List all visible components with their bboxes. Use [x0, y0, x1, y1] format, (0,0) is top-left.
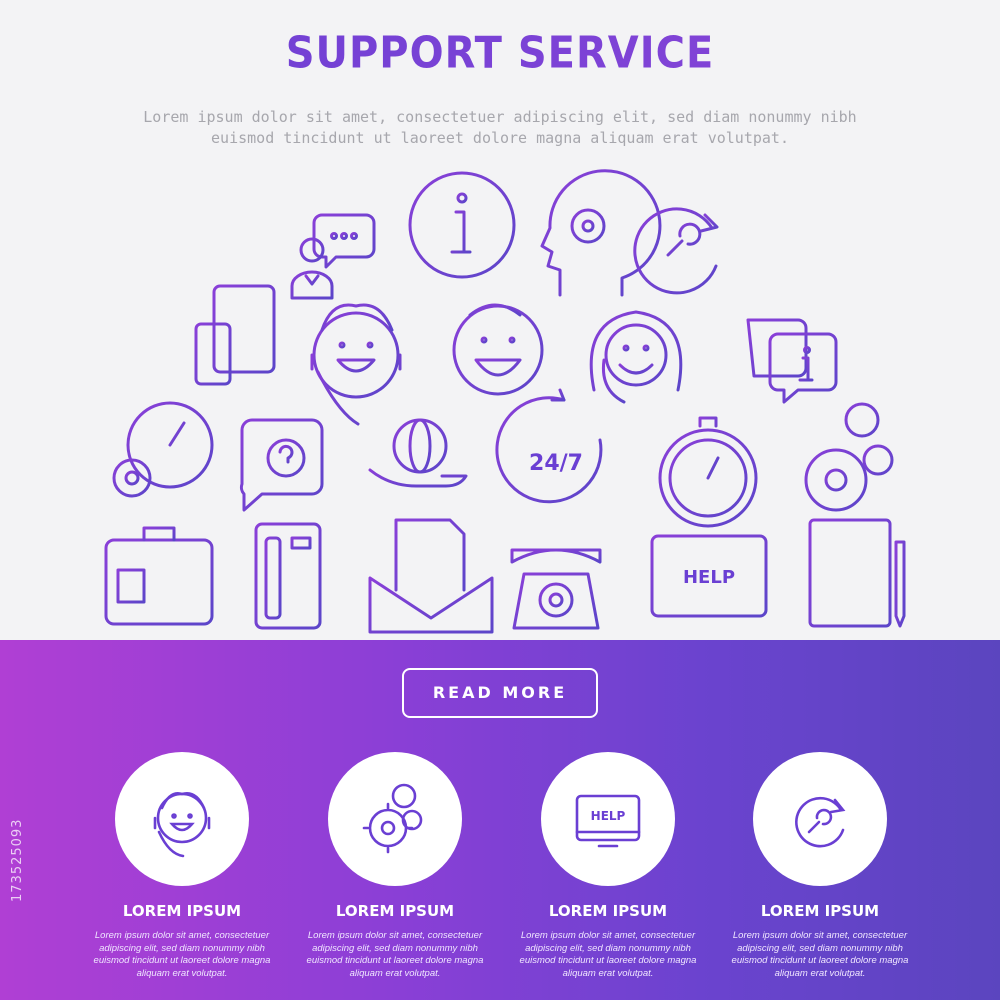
envelope-icon: [368, 518, 494, 634]
smartphone-icon: [194, 322, 232, 386]
feature-card-2: LOREM IPSUM Lorem ipsum dolor sit amet, …: [295, 752, 495, 980]
page-title: SUPPORT SERVICE: [0, 28, 1000, 79]
pencil-icon: [894, 540, 906, 628]
female-operator-icon: [589, 310, 683, 404]
wrench-refresh-icon: [795, 796, 846, 848]
agent-avatar-icon: [290, 237, 334, 300]
feature-description: Lorem ipsum dolor sit amet, consectetuer…: [93, 930, 271, 979]
clock-24-7-icon: [495, 388, 603, 504]
operator-headset-icon: [153, 792, 211, 858]
head-gear-icon: [540, 169, 662, 297]
help-monitor-icon: [650, 534, 768, 628]
feature-title: LOREM IPSUM: [122, 902, 242, 920]
gears-icon: [804, 402, 894, 512]
info-bubble-icon: [746, 318, 838, 404]
feature-description: Lorem ipsum dolor sit amet, consectetuer…: [306, 930, 484, 979]
wall-clock-icon: [112, 401, 214, 498]
help-monitor-icon: HELP: [575, 794, 641, 848]
desk-phone-icon: [254, 522, 322, 630]
telephone-icon: [510, 548, 602, 630]
help-monitor-label: HELP: [683, 567, 735, 588]
hand-globe-icon: [368, 418, 468, 488]
feature-card-1: LOREM IPSUM Lorem ipsum dolor sit amet, …: [82, 752, 282, 980]
decorative-dashes: [93, 180, 907, 632]
stopwatch-icon: [658, 416, 758, 528]
smiling-face-icon: [452, 303, 544, 396]
feature-title: LOREM IPSUM: [760, 902, 880, 920]
hero-illustration: 24/7 HELP: [93, 169, 907, 634]
feature-title: LOREM IPSUM: [548, 902, 668, 920]
feature-description: Lorem ipsum dolor sit amet, consectetuer…: [731, 930, 909, 979]
wrench-refresh-icon: [633, 207, 719, 295]
watermark-id: 173525093: [10, 818, 25, 902]
page-subtitle: Lorem ipsum dolor sit amet, consectetuer…: [143, 108, 857, 147]
id-badge-icon: [104, 526, 214, 626]
feature-card-3: HELP LOREM IPSUM Lorem ipsum dolor sit a…: [508, 752, 708, 980]
document-icon: [808, 518, 892, 628]
gears-icon: [362, 783, 423, 854]
male-operator-icon: [310, 303, 402, 426]
read-more-button[interactable]: READ MORE: [402, 668, 598, 718]
feature-card-4: LOREM IPSUM Lorem ipsum dolor sit amet, …: [720, 752, 920, 980]
feature-description: Lorem ipsum dolor sit amet, consectetuer…: [519, 930, 697, 979]
top-section: [0, 0, 1000, 640]
feature-circle: [115, 752, 249, 886]
info-icon: [408, 171, 516, 279]
tablet-icon: [212, 284, 276, 374]
clock-24-7-label: 24/7: [529, 451, 583, 476]
feature-circle: [753, 752, 887, 886]
chat-bubble-icon: [312, 213, 376, 269]
question-bubble-icon: [239, 418, 324, 512]
help-monitor-label: HELP: [591, 809, 626, 823]
feature-circle: HELP: [541, 752, 675, 886]
feature-title: LOREM IPSUM: [335, 902, 455, 920]
feature-circle: [328, 752, 462, 886]
